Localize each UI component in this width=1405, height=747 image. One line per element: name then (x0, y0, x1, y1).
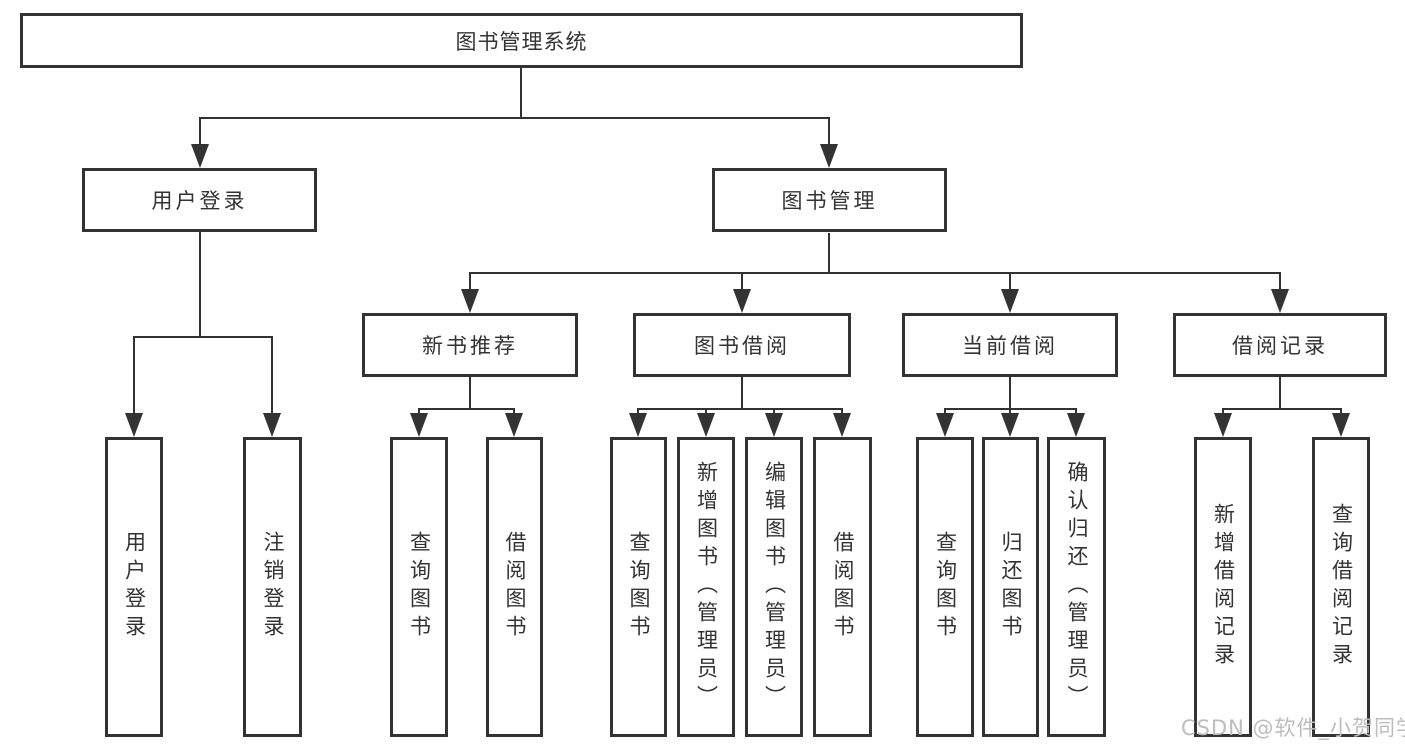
connector-arrowhead (1271, 289, 1289, 313)
connector-arrowhead (1001, 289, 1019, 313)
node-label: 用户登录 (151, 189, 248, 213)
connector-line (469, 377, 471, 408)
node-user-login: 用户登录 (82, 168, 317, 232)
leaf-query-books-current: 查询图书 (916, 437, 974, 737)
connector-arrowhead (1214, 413, 1232, 437)
watermark: CSDN @软件_小贺同学 (1181, 716, 1405, 740)
connector-line (1222, 408, 1342, 410)
leaf-label: 新增借阅记录 (1211, 503, 1236, 671)
connector-arrowhead (936, 413, 954, 437)
node-label: 新书推荐 (422, 334, 518, 358)
connector-line (513, 408, 515, 415)
connector-arrowhead (505, 413, 523, 437)
connector-line (1340, 408, 1342, 415)
connector-line (520, 68, 522, 117)
node-library-management-system: 图书管理系统 (20, 13, 1023, 68)
leaf-label: 查询借阅记录 (1329, 503, 1354, 671)
leaf-label: 查询图书 (933, 531, 958, 643)
connector-line (741, 272, 743, 289)
leaf-label: 用户登录 (122, 531, 147, 643)
leaf-query-borrow-record: 查询借阅记录 (1312, 437, 1370, 737)
connector-line (1009, 377, 1011, 408)
leaf-label: 查询图书 (407, 531, 432, 643)
node-label: 借阅记录 (1232, 334, 1328, 358)
leaf-label: 编辑图书（管理员） (762, 461, 787, 713)
connector-line (828, 233, 830, 272)
leaf-label: 注销登录 (261, 531, 285, 643)
connector-line (469, 272, 1281, 274)
connector-arrowhead (263, 413, 281, 437)
connector-arrowhead (191, 144, 209, 168)
connector-line (199, 232, 201, 336)
connector-line (199, 117, 830, 119)
connector-line (637, 408, 843, 410)
connector-arrowhead (461, 289, 479, 313)
leaf-label: 新增图书（管理员） (694, 461, 719, 713)
connector-arrowhead (410, 413, 428, 437)
connector-arrowhead (765, 413, 783, 437)
connector-line (1222, 408, 1224, 415)
leaf-add-borrow-record: 新增借阅记录 (1194, 437, 1252, 737)
connector-line (418, 408, 420, 415)
leaf-label: 确认归还（管理员） (1065, 461, 1089, 713)
connector-arrowhead (697, 413, 715, 437)
connector-arrowhead (733, 289, 751, 313)
connector-arrowhead (629, 413, 647, 437)
connector-line (944, 408, 946, 415)
connector-arrowhead (1067, 413, 1085, 437)
node-label: 图书借阅 (694, 334, 790, 358)
connector-arrowhead (833, 413, 851, 437)
connector-line (637, 408, 639, 415)
connector-line (1009, 408, 1011, 415)
node-borrow-records: 借阅记录 (1173, 313, 1387, 377)
leaf-logout: 注销登录 (243, 437, 302, 737)
leaf-user-login: 用户登录 (105, 437, 163, 737)
leaf-query-books-borrow: 查询图书 (610, 437, 667, 737)
node-label: 当前借阅 (962, 334, 1058, 358)
connector-line (271, 336, 273, 413)
connector-arrowhead (1001, 413, 1019, 437)
connector-line (1075, 408, 1077, 415)
connector-arrowhead (125, 413, 143, 437)
leaf-return-book: 归还图书 (982, 437, 1039, 737)
connector-line (199, 117, 201, 146)
connector-arrowhead (820, 144, 838, 168)
connector-line (1279, 272, 1281, 289)
leaf-edit-book-admin: 编辑图书（管理员） (745, 437, 803, 737)
node-label: 图书管理 (781, 189, 878, 213)
connector-line (469, 272, 471, 289)
node-new-book-recommend: 新书推荐 (362, 313, 578, 377)
connector-line (133, 336, 273, 338)
leaf-borrow-books-recommend: 借阅图书 (486, 437, 543, 737)
connector-line (133, 336, 135, 413)
connector-line (841, 408, 843, 415)
node-current-borrow: 当前借阅 (902, 313, 1118, 377)
leaf-borrow-books: 借阅图书 (813, 437, 872, 737)
node-label: 图书管理系统 (455, 29, 588, 54)
leaf-add-book-admin: 新增图书（管理员） (677, 437, 735, 737)
leaf-label: 借阅图书 (503, 531, 527, 643)
connector-arrowhead (1332, 413, 1350, 437)
leaf-confirm-return-admin: 确认归还（管理员） (1047, 437, 1106, 737)
connector-line (773, 408, 775, 415)
leaf-query-books-recommend: 查询图书 (390, 437, 448, 737)
connector-line (1009, 272, 1011, 289)
node-book-borrow: 图书借阅 (633, 313, 851, 377)
node-book-management: 图书管理 (712, 168, 947, 232)
leaf-label: 归还图书 (999, 531, 1023, 643)
connector-line (741, 377, 743, 408)
connector-line (418, 408, 514, 410)
connector-line (705, 408, 707, 415)
connector-line (1279, 377, 1281, 408)
connector-line (828, 117, 830, 146)
leaf-label: 借阅图书 (831, 531, 855, 643)
leaf-label: 查询图书 (627, 531, 651, 643)
